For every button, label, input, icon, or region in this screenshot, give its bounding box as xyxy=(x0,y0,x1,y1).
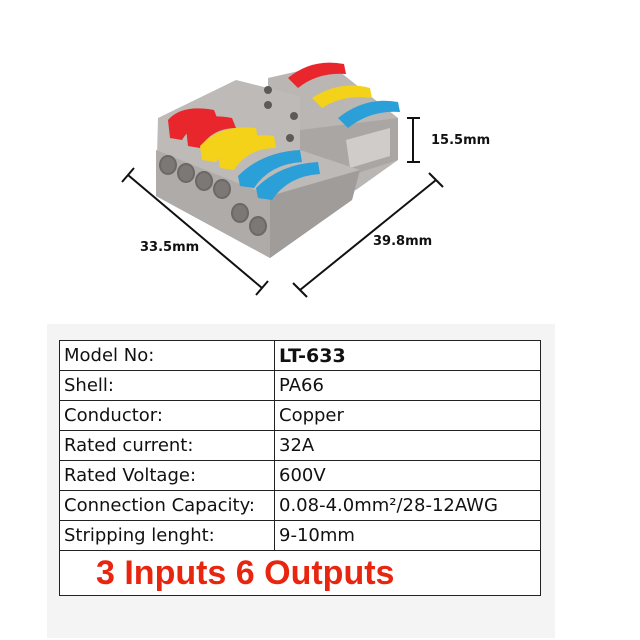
table-row: Rated Voltage: 600V xyxy=(59,460,541,491)
spec-value-shell: PA66 xyxy=(274,370,541,401)
spec-label-shell: Shell: xyxy=(59,370,275,401)
table-row: Connection Capacity: 0.08-4.0mm²/28-12AW… xyxy=(59,490,541,521)
length-dimension-label: 39.8mm xyxy=(373,234,433,249)
table-row: Conductor: Copper xyxy=(59,400,541,431)
inputs-outputs-headline: 3 Inputs 6 Outputs xyxy=(59,550,541,596)
spec-label-stripping-length: Stripping lenght: xyxy=(59,520,275,551)
table-row: Stripping lenght: 9-10mm xyxy=(59,520,541,551)
spec-value-connection-capacity: 0.08-4.0mm²/28-12AWG xyxy=(274,490,541,521)
connector-product-image xyxy=(121,62,444,298)
spec-value-conductor: Copper xyxy=(274,400,541,431)
dimension-lines xyxy=(121,117,444,298)
table-row: 3 Inputs 6 Outputs xyxy=(59,550,541,596)
spec-value-rated-voltage: 600V xyxy=(274,460,541,491)
spec-table: Model No: LT-633 Shell: PA66 Conductor: … xyxy=(59,340,541,596)
spec-label-model: Model No: xyxy=(59,340,275,371)
spec-label-connection-capacity: Connection Capacity: xyxy=(59,490,275,521)
height-dimension-label: 15.5mm xyxy=(431,133,491,148)
table-row: Rated current: 32A xyxy=(59,430,541,461)
connector-levers xyxy=(168,62,400,200)
table-row: Model No: LT-633 xyxy=(59,340,541,371)
spec-value-rated-current: 32A xyxy=(274,430,541,461)
spec-value-model: LT-633 xyxy=(274,340,541,371)
table-row: Shell: PA66 xyxy=(59,370,541,401)
spec-label-rated-current: Rated current: xyxy=(59,430,275,461)
spec-label-rated-voltage: Rated Voltage: xyxy=(59,460,275,491)
spec-value-stripping-length: 9-10mm xyxy=(274,520,541,551)
spec-label-conductor: Conductor: xyxy=(59,400,275,431)
width-dimension-label: 33.5mm xyxy=(140,240,200,255)
